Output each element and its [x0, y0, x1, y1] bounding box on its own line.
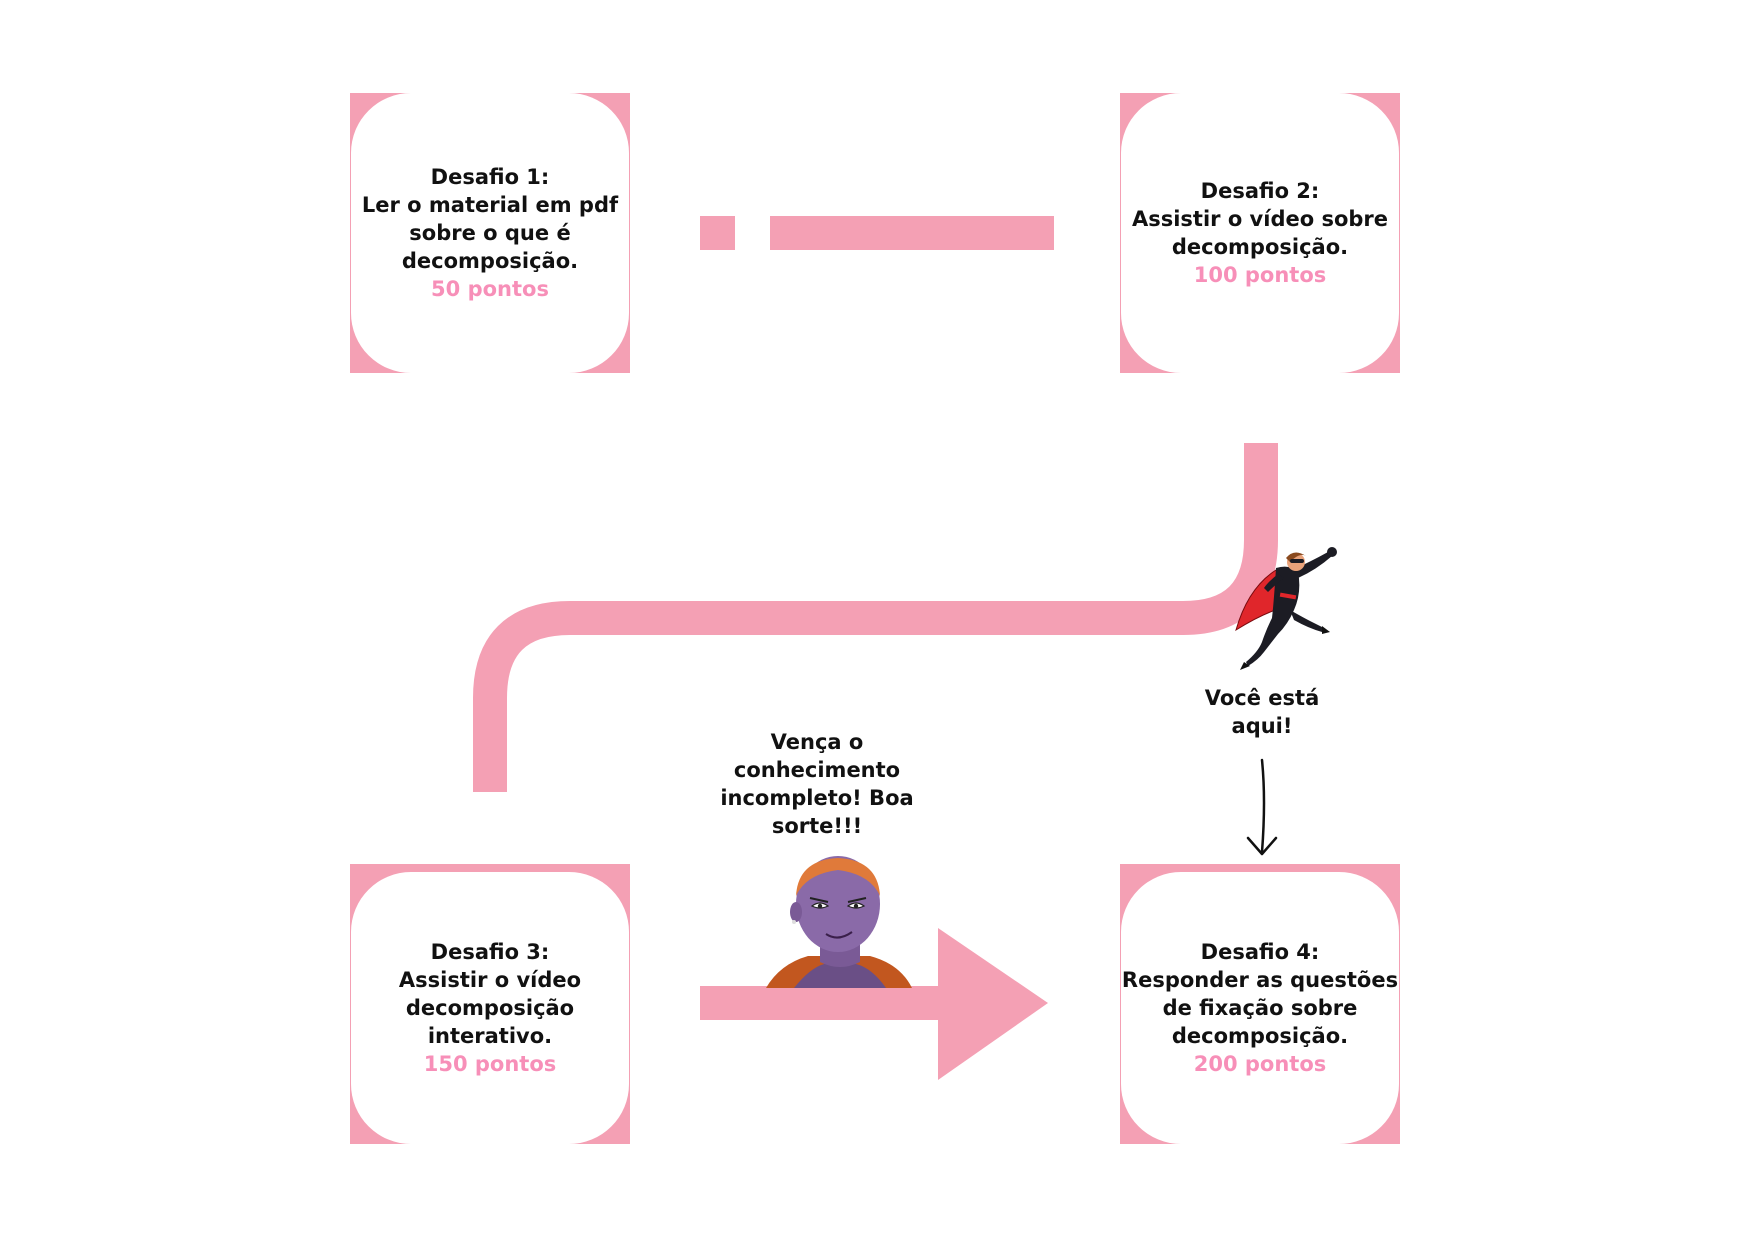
- challenge-card-1-content: Desafio 1: Ler o material em pdf sobre o…: [351, 93, 629, 373]
- you-are-here-line-2: aqui!: [1231, 714, 1293, 738]
- challenge-card-2[interactable]: Desafio 2: Assistir o vídeo sobre decomp…: [1120, 93, 1400, 373]
- challenge-4-line-4: decomposição.: [1171, 1024, 1349, 1048]
- challenge-3-title: Desafio 3:: [430, 940, 550, 964]
- challenge-1-points: 50 pontos: [431, 277, 549, 301]
- down-arrow-icon: [1246, 758, 1278, 856]
- challenge-1-line-2: Ler o material em pdf: [361, 193, 619, 217]
- challenge-3-line-3: decomposição: [405, 996, 575, 1020]
- challenge-card-4[interactable]: Desafio 4: Responder as questões de fixa…: [1120, 864, 1400, 1144]
- challenge-1-title: Desafio 1:: [430, 165, 550, 189]
- challenge-card-3-content: Desafio 3: Assistir o vídeo decomposição…: [351, 872, 629, 1144]
- villain-speech-line-1: Vença o: [770, 730, 864, 754]
- challenge-card-2-content: Desafio 2: Assistir o vídeo sobre decomp…: [1121, 93, 1399, 373]
- curved-route: [473, 443, 1278, 792]
- right-arrow-icon: [700, 928, 1048, 1080]
- challenge-3-line-4: interativo.: [427, 1024, 553, 1048]
- challenge-card-4-content: Desafio 4: Responder as questões de fixa…: [1121, 872, 1399, 1144]
- challenge-4-line-3: de fixação sobre: [1162, 996, 1358, 1020]
- challenge-3-line-2: Assistir o vídeo: [398, 968, 582, 992]
- challenge-2-line-2: Assistir o vídeo sobre: [1131, 207, 1389, 231]
- villain-speech: Vença o conhecimento incompleto! Boa sor…: [707, 728, 927, 840]
- challenge-2-line-3: decomposição.: [1171, 235, 1349, 259]
- challenge-3-points: 150 pontos: [423, 1052, 557, 1076]
- villain-speech-line-4: sorte!!!: [771, 814, 863, 838]
- you-are-here-label: Você está aqui!: [1162, 684, 1362, 740]
- dash-segment-long: [770, 216, 1054, 250]
- challenge-4-points: 200 pontos: [1193, 1052, 1327, 1076]
- dash-segment-short: [700, 216, 735, 250]
- challenge-1-line-3: sobre o que é: [409, 221, 571, 245]
- villain-speech-line-2: conhecimento: [733, 758, 901, 782]
- challenge-4-line-2: Responder as questões: [1121, 968, 1399, 992]
- challenge-2-title: Desafio 2:: [1200, 179, 1320, 203]
- you-are-here-line-1: Você está: [1204, 686, 1320, 710]
- challenge-card-3[interactable]: Desafio 3: Assistir o vídeo decomposição…: [350, 864, 630, 1144]
- challenge-4-title: Desafio 4:: [1200, 940, 1320, 964]
- villain-speech-line-3: incompleto! Boa: [720, 786, 914, 810]
- challenge-2-points: 100 pontos: [1193, 263, 1327, 287]
- challenge-1-line-4: decomposição.: [401, 249, 579, 273]
- challenge-card-1[interactable]: Desafio 1: Ler o material em pdf sobre o…: [350, 93, 630, 373]
